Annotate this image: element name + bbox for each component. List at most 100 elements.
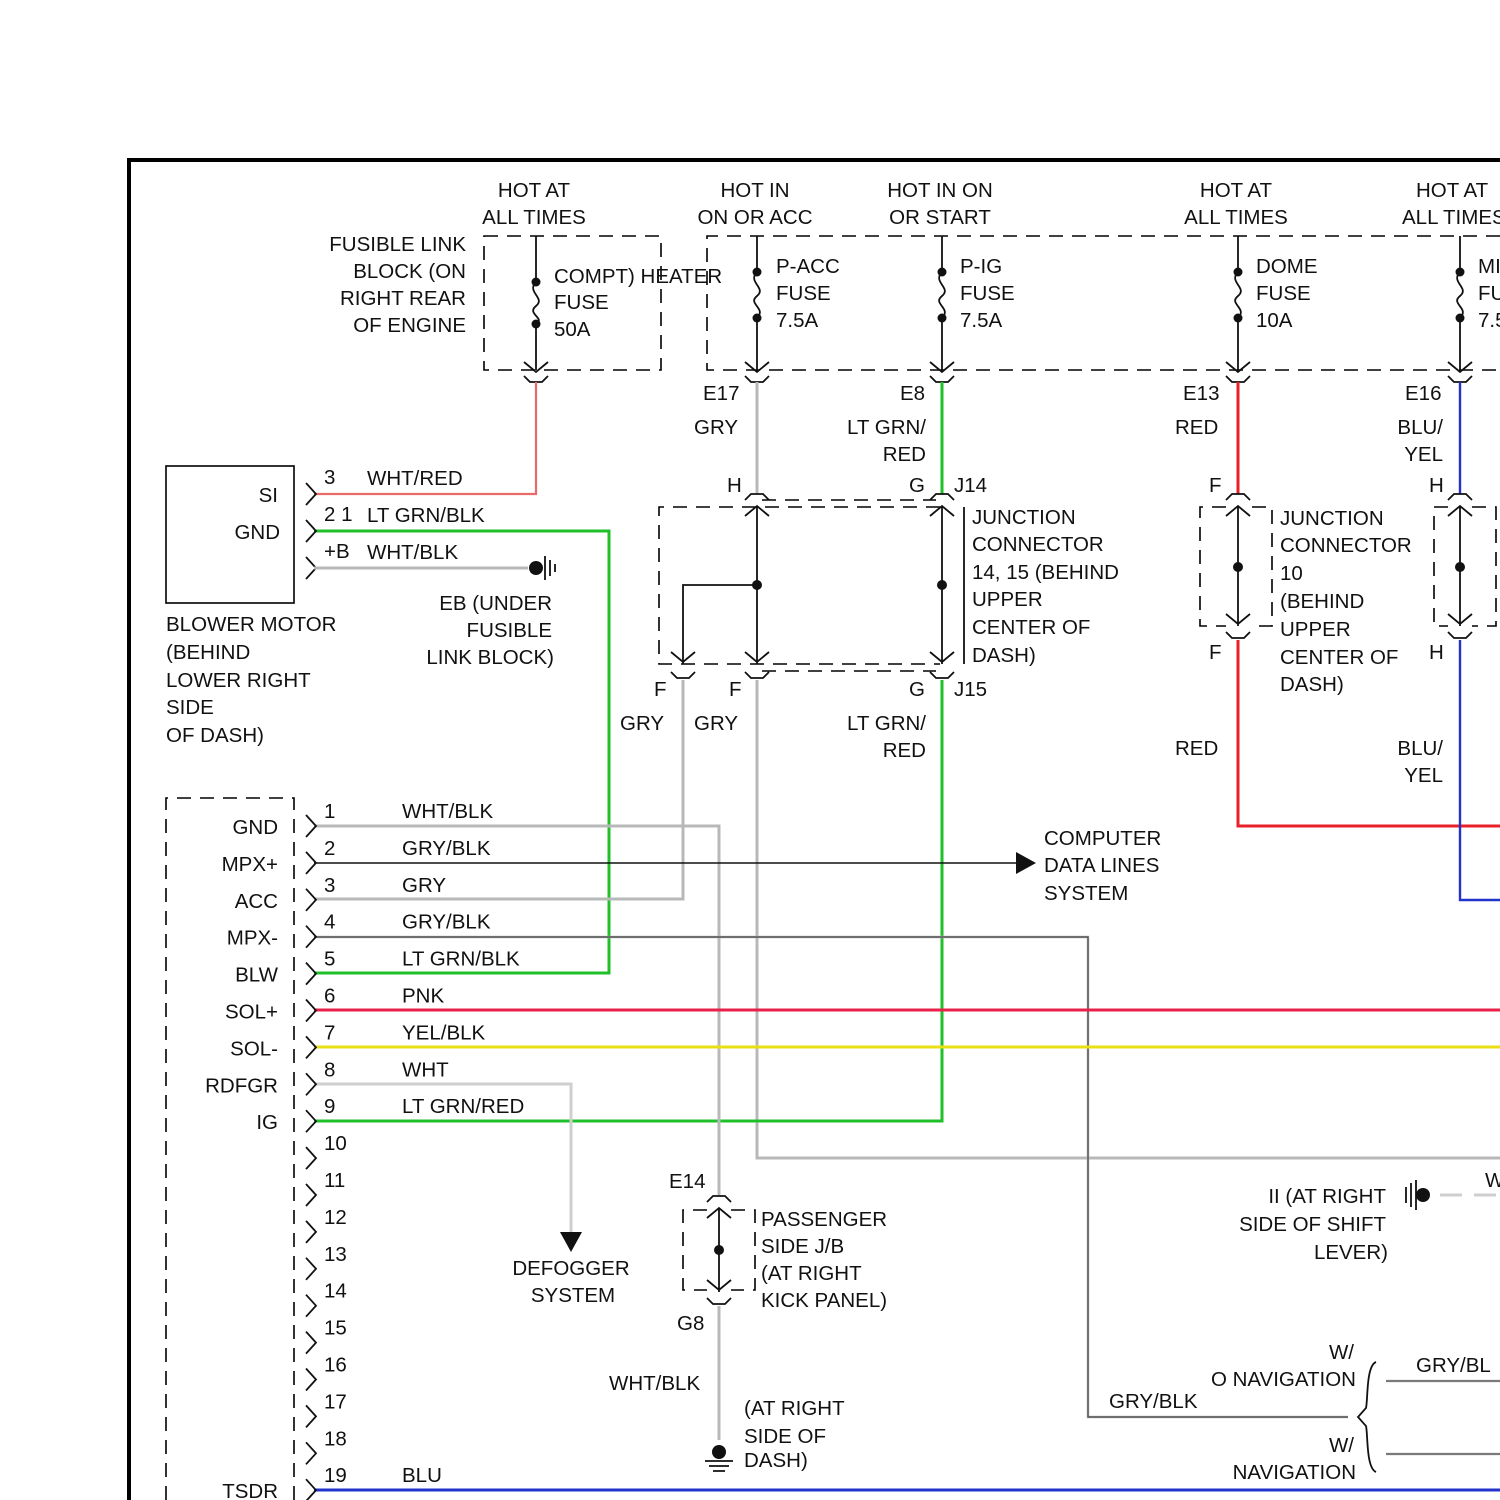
module-pin-wire-color: LT GRN/RED [402,1095,524,1118]
label-w-partial: W [1485,1169,1500,1192]
source-hot-in-on-or-start: HOT IN ON OR START [887,179,993,229]
svg-text:HOT AT: HOT AT [1200,179,1273,202]
svg-text:COMPT) HEATER: COMPT) HEATER [554,265,722,288]
svg-text:FU: FU [1478,282,1500,305]
svg-text:SIDE OF SHIFT: SIDE OF SHIFT [1239,1213,1386,1236]
wire-blu-yel-out [1460,640,1500,900]
module-pin-name: MPX- [227,927,278,950]
module-pin-name: MPX+ [222,853,278,876]
module-pin-number: 12 [324,1206,347,1229]
label-gry-acc: GRY [620,712,664,735]
connector-e16: E16 [1405,382,1441,405]
svg-text:PASSENGER: PASSENGER [761,1208,887,1231]
svg-text:DOME: DOME [1256,255,1318,278]
blower-wire-lt-grn-blk: LT GRN/BLK [367,504,485,527]
navigation-with-label: W/ NAVIGATION [1233,1434,1356,1484]
module-pin-wire-color: BLU [402,1464,442,1487]
svg-text:JUNCTION: JUNCTION [972,506,1076,529]
navigation-without-label: W/ O NAVIGATION [1211,1341,1356,1391]
svg-text:DASH): DASH) [1280,673,1344,696]
svg-text:HOT AT: HOT AT [1416,179,1489,202]
svg-text:JUNCTION: JUNCTION [1280,507,1384,530]
defogger-label: DEFOGGER SYSTEM [512,1257,629,1307]
svg-text:P-IG: P-IG [960,255,1002,278]
fuse-pacc-label: P-ACC FUSE 7.5A [776,255,840,332]
module-pin-wire-color: GRY [402,874,446,897]
module-pin-wire-color: GRY/BLK [402,837,491,860]
svg-text:SIDE OF: SIDE OF [744,1425,826,1448]
svg-text:W/: W/ [1329,1434,1354,1457]
junction-14-15-label: JUNCTION CONNECTOR 14, 15 (BEHIND UPPER … [972,506,1119,667]
svg-text:P-ACC: P-ACC [776,255,840,278]
svg-text:DASH): DASH) [972,644,1036,667]
svg-text:ALL TIMES: ALL TIMES [482,206,586,229]
svg-text:FUSE: FUSE [1256,282,1311,305]
label-blu-yel-top: BLU/ YEL [1397,416,1443,466]
connector-j15: J15 [954,678,987,701]
module-pin-11: 11 [306,1169,345,1206]
label-ltgrn-red-bottom: LT GRN/ RED [847,712,926,762]
svg-text:(BEHIND: (BEHIND [166,641,250,664]
module-pin-wire-color: GRY/BLK [402,911,491,934]
module-pin-number: 11 [324,1169,345,1192]
svg-text:FUSIBLE: FUSIBLE [467,619,552,642]
module-pin-number: 1 [324,800,335,823]
wire-gry-f2 [757,680,1500,1158]
module-pin-name: ACC [235,890,278,913]
svg-text:HOT IN: HOT IN [720,179,789,202]
module-pin-19: 19TSDRBLU [222,1464,442,1500]
connector-e14: E14 [669,1170,705,1193]
module-pin-name: TSDR [222,1480,278,1500]
module-pin-name: SOL+ [225,1001,278,1024]
module-pin-number: 5 [324,948,335,971]
pin-g-j15: G [909,678,925,701]
svg-text:FUSE: FUSE [960,282,1015,305]
svg-text:7.5A: 7.5A [960,309,1002,332]
source-hot-at-all-times-1: HOT AT ALL TIMES [482,179,586,229]
module-pins: 1GNDWHT/BLK2MPX+GRY/BLK3ACCGRY4MPX-GRY/B… [205,800,524,1500]
svg-text:7.5A: 7.5A [776,309,818,332]
svg-text:CENTER OF: CENTER OF [972,616,1090,639]
arrow-defogger [560,1232,582,1252]
svg-text:RIGHT REAR: RIGHT REAR [340,287,466,310]
module-pin-10: 10 [306,1132,347,1169]
svg-text:LEVER): LEVER) [1314,1241,1388,1264]
svg-text:OF DASH): OF DASH) [166,724,264,747]
svg-text:BLOCK (ON: BLOCK (ON [353,260,466,283]
svg-text:W/: W/ [1329,1341,1354,1364]
label-gry-e17: GRY [694,416,738,439]
label-gry-bl-partial: GRY/BL [1416,1354,1491,1377]
svg-text:O NAVIGATION: O NAVIGATION [1211,1368,1356,1391]
svg-text:YEL: YEL [1404,764,1443,787]
module-pin-17: 17 [306,1390,347,1427]
svg-text:FUSE: FUSE [554,291,609,314]
svg-text:MI: MI [1478,255,1500,278]
module-pin-number: 13 [324,1243,347,1266]
module-pin-wire-color: YEL/BLK [402,1021,486,1044]
svg-text:(AT RIGHT: (AT RIGHT [761,1262,862,1285]
module-pin-wire-color: PNK [402,985,444,1008]
svg-text:CONNECTOR: CONNECTOR [972,533,1104,556]
svg-text:HOT IN ON: HOT IN ON [887,179,993,202]
svg-text:SYSTEM: SYSTEM [531,1284,615,1307]
svg-text:BLU/: BLU/ [1397,416,1443,439]
svg-text:DASH): DASH) [744,1449,808,1472]
label-red-top: RED [1175,416,1218,439]
module-pin-number: 14 [324,1280,347,1303]
module-pin-number: 6 [324,985,335,1008]
svg-text:LT GRN/: LT GRN/ [847,712,926,735]
module-pin-9: 9IGLT GRN/RED [256,1095,524,1134]
module-pin-number: 4 [324,911,335,934]
blower-pin-num-3: 3 [324,466,335,489]
svg-text:DATA LINES: DATA LINES [1044,854,1159,877]
connector-g8: G8 [677,1312,704,1335]
fuse-dome-label: DOME FUSE 10A [1256,255,1318,332]
module-pin-14: 14 [306,1280,347,1317]
connector-e13: E13 [1183,382,1219,405]
module-pin-name: IG [256,1111,278,1134]
svg-text:7.5: 7.5 [1478,309,1500,332]
junction-right-box [1434,507,1496,626]
